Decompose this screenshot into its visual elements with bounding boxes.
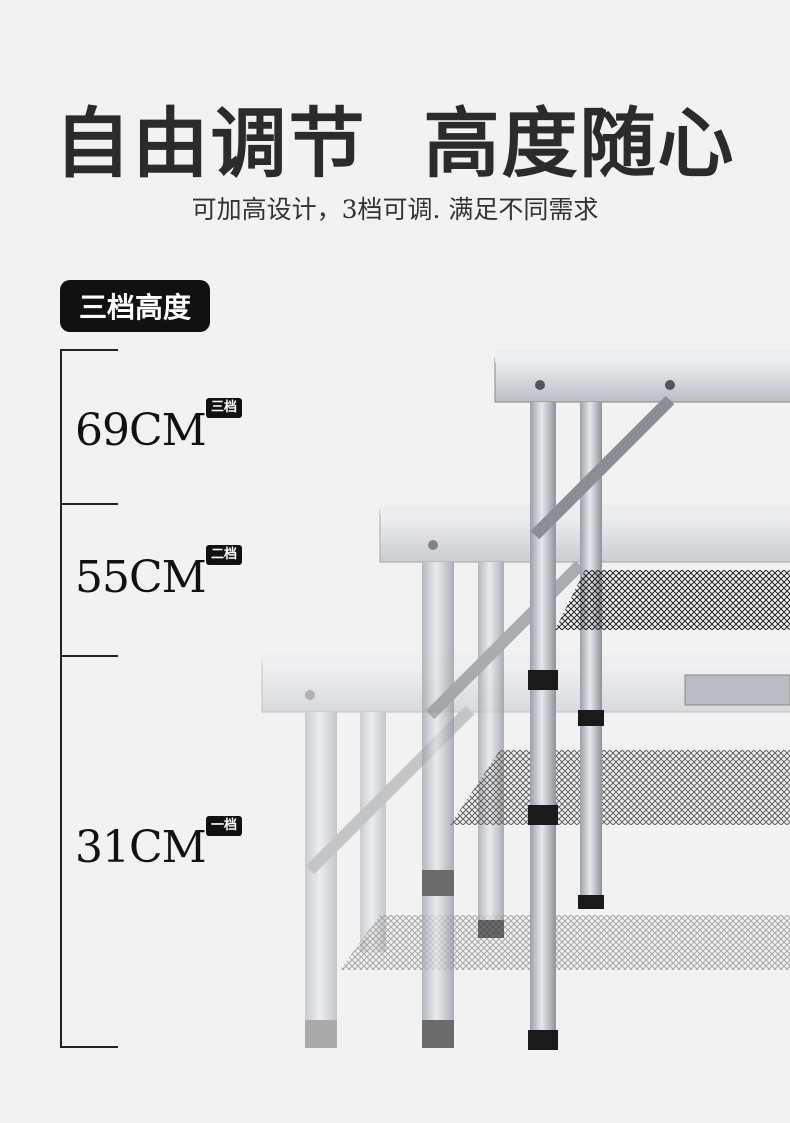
scale-vertical-line <box>60 349 62 1048</box>
scale-tick-bottom <box>60 1046 118 1048</box>
adjustable-table-illustration <box>261 350 790 1050</box>
tag-level-1: 一档 <box>206 816 243 836</box>
height-levels-badge: 三档高度 <box>60 280 210 332</box>
page-subtitle: 可加高设计，3档可调. 满足不同需求 <box>191 195 599 224</box>
table-level-3 <box>494 350 790 1050</box>
tag-level-2: 二档 <box>206 545 243 565</box>
tag-level-3: 三档 <box>206 398 243 418</box>
height-label-level-2: 55CM <box>75 552 207 603</box>
scale-tick-top <box>60 349 118 351</box>
height-label-level-1: 31CM <box>75 822 207 873</box>
table-level-2 <box>379 505 790 1048</box>
page-title: 自由调节 高度随心 <box>54 99 736 188</box>
height-label-level-3: 69CM <box>75 405 207 456</box>
table-level-1 <box>261 655 790 1048</box>
scale-tick-3 <box>60 655 118 657</box>
scale-tick-2 <box>60 503 118 505</box>
